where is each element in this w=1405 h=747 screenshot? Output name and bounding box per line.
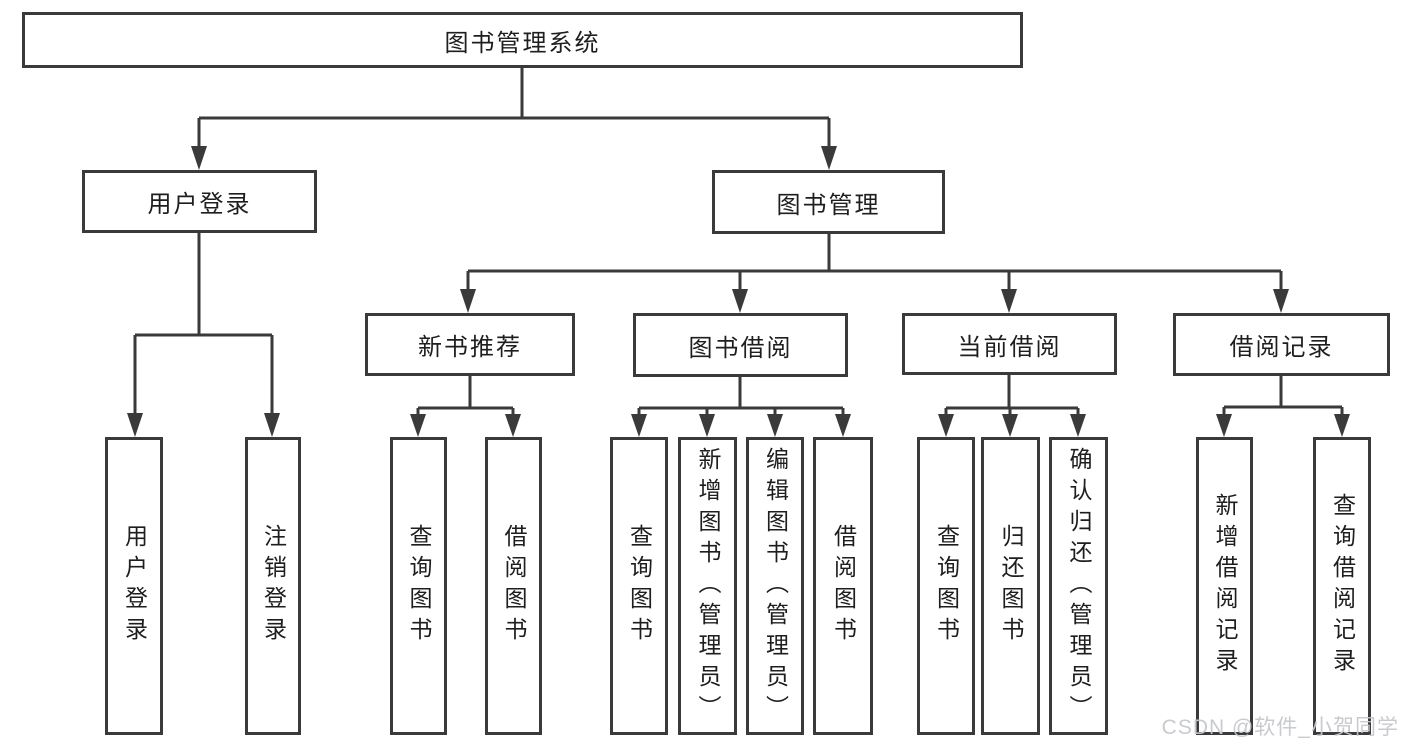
leaf-label: 查询借阅记录 (1329, 493, 1356, 679)
node-label: 当前借阅 (957, 333, 1062, 361)
branch-user-login (127, 233, 280, 437)
leaf-return-books: 归还图书 (981, 437, 1040, 735)
node-label: 图书管理系统 (444, 29, 601, 57)
node-library-management-system: 图书管理系统 (22, 12, 1023, 68)
leaf-label: 注销登录 (260, 524, 287, 648)
node-user-login: 用户登录 (82, 170, 317, 233)
leaf-label: 用户登录 (121, 524, 148, 648)
leaf-edit-books-admin: 编辑图书（管理员） (746, 437, 804, 735)
leaf-label: 新增借阅记录 (1212, 493, 1238, 679)
node-book-management: 图书管理 (712, 170, 945, 234)
node-label: 用户登录 (147, 191, 252, 218)
node-new-book-recommend: 新书推荐 (365, 313, 575, 376)
leaf-label: 查询图书 (626, 524, 653, 648)
branch-new-book (410, 376, 521, 437)
leaf-query-books-current: 查询图书 (917, 437, 975, 735)
leaf-user-login: 用户登录 (105, 437, 163, 735)
leaf-query-borrow-record: 查询借阅记录 (1313, 437, 1371, 735)
branch-root (191, 68, 837, 170)
leaf-label: 确认归还（管理员） (1066, 446, 1092, 726)
leaf-confirm-return-admin: 确认归还（管理员） (1049, 437, 1108, 735)
leaf-borrow-books: 借阅图书 (813, 437, 873, 735)
node-label: 借阅记录 (1229, 334, 1334, 361)
branch-borrow-record (1216, 376, 1350, 437)
node-borrow-record: 借阅记录 (1173, 313, 1390, 376)
node-label: 图书借阅 (688, 334, 793, 362)
csdn-watermark: CSDN @软件_小贺同学 (1161, 716, 1399, 739)
leaf-label: 新增图书（管理员） (695, 446, 721, 726)
leaf-label: 查询图书 (406, 524, 432, 648)
leaf-label: 借阅图书 (830, 524, 857, 648)
leaf-borrow-books-recommend: 借阅图书 (485, 437, 542, 735)
node-label: 图书管理 (776, 191, 881, 219)
branch-current-borrow (938, 375, 1086, 437)
leaf-query-books-recommend: 查询图书 (390, 437, 447, 735)
leaf-label: 归还图书 (998, 524, 1024, 648)
node-book-borrow: 图书借阅 (633, 313, 848, 377)
leaf-label: 查询图书 (933, 524, 960, 648)
branch-book-management (460, 234, 1289, 313)
leaf-add-borrow-record: 新增借阅记录 (1196, 437, 1253, 735)
branch-book-borrow (631, 376, 851, 437)
leaf-add-books-admin: 新增图书（管理员） (678, 437, 737, 735)
leaf-label: 编辑图书（管理员） (762, 446, 789, 726)
leaf-query-books-borrow: 查询图书 (610, 437, 668, 735)
node-current-borrow: 当前借阅 (902, 313, 1117, 375)
leaf-logout: 注销登录 (245, 437, 301, 735)
leaf-label: 借阅图书 (501, 524, 527, 648)
node-label: 新书推荐 (418, 334, 522, 361)
